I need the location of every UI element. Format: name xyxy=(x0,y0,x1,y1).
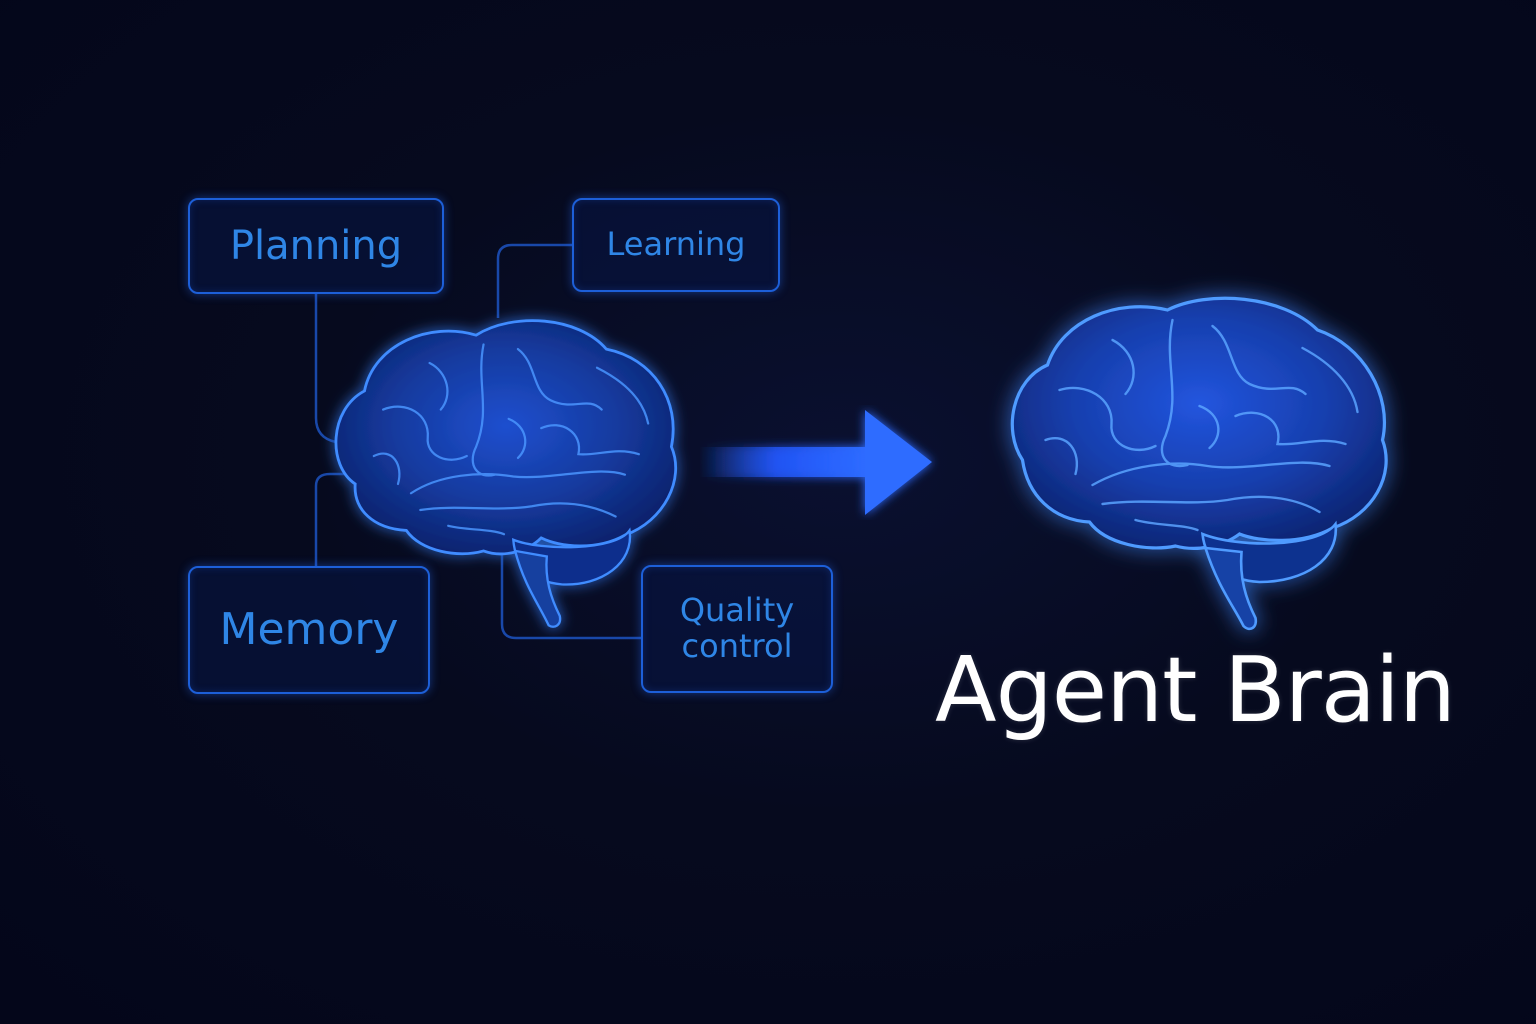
quality-label-line-1: Quality xyxy=(680,593,794,629)
planning-box: Planning xyxy=(188,198,444,294)
brain-icon xyxy=(318,305,690,635)
learning-label: Learning xyxy=(607,227,746,263)
planning-label: Planning xyxy=(230,224,402,269)
quality-label-line-2: control xyxy=(680,629,794,665)
right-arrow-icon xyxy=(700,405,940,520)
brain-icon xyxy=(990,290,1405,640)
learning-box: Learning xyxy=(572,198,780,292)
diagram-title: Agent Brain xyxy=(900,638,1490,743)
